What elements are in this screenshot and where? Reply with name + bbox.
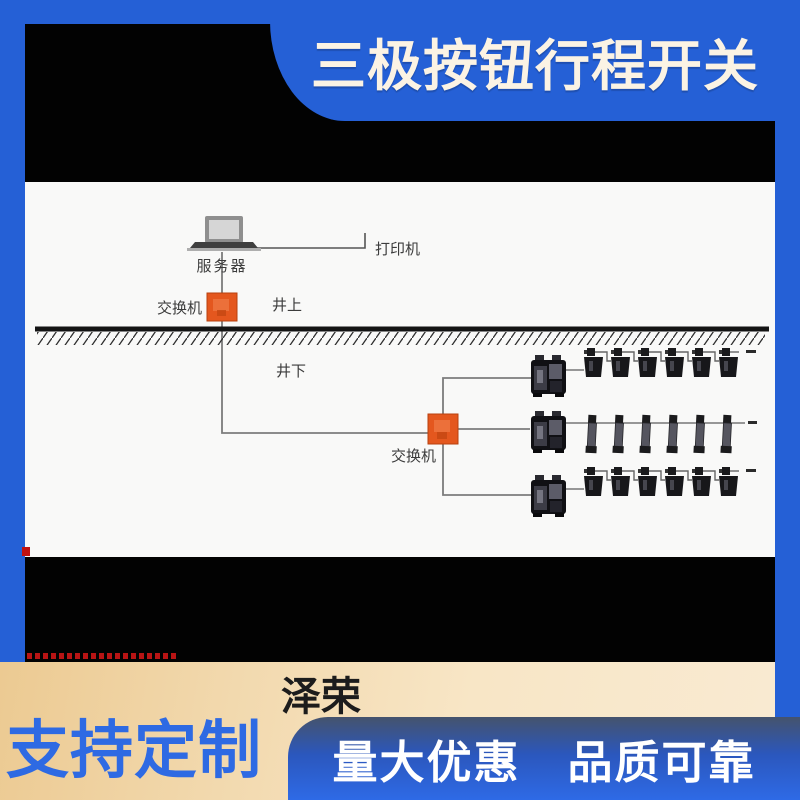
banner-title: 三极按钮行程开关 (310, 34, 759, 97)
device-row (531, 411, 757, 454)
switch-top-label: 交换机 (157, 299, 202, 317)
printer-wire (248, 233, 366, 249)
diagram-wires (221, 252, 532, 496)
switch-bottom-label: 交换机 (391, 447, 436, 465)
ground-line (35, 326, 769, 345)
brand-name: 泽荣 (281, 675, 361, 719)
server-label: 服务器 (196, 258, 247, 275)
title-banner: 三极按钮行程开关 (270, 0, 800, 121)
switch-icon-bottom (427, 413, 459, 445)
device-row (531, 467, 756, 517)
device-rows (531, 348, 757, 517)
customize-badge: 支持定制 (6, 716, 262, 786)
below-ground-label: 井下 (276, 363, 306, 380)
printer-label: 打印机 (375, 241, 420, 258)
above-ground-label: 井上 (272, 297, 302, 314)
promo-banner: 量大优惠 品质可靠 (288, 717, 800, 800)
device-row (531, 348, 756, 397)
tiny-red-watermark (27, 653, 179, 659)
server-laptop-icon (187, 216, 261, 251)
switch-icon-top (206, 292, 238, 322)
network-diagram: 服务器 打印机 交换机 井上 井下 交换机 (35, 216, 769, 517)
red-mark (22, 547, 30, 556)
promo-text: 量大优惠 品质可靠 (332, 737, 756, 788)
